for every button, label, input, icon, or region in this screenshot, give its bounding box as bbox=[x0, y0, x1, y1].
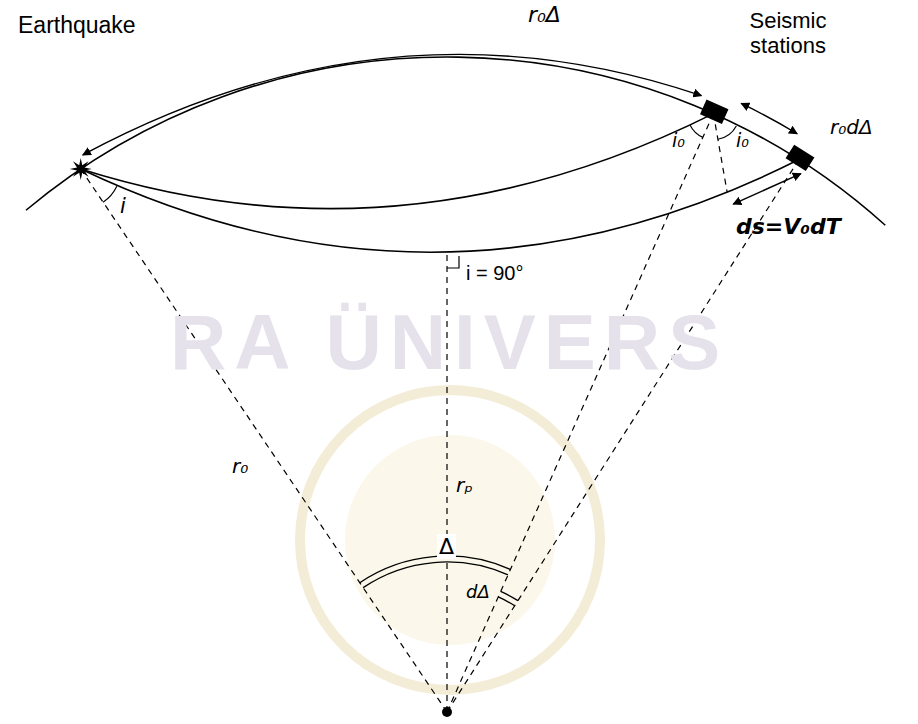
wavefront-line bbox=[713, 114, 727, 193]
right-angle-mark bbox=[447, 256, 459, 268]
earthquake-star bbox=[70, 158, 92, 180]
watermark-text: RA ÜNIVERS bbox=[170, 298, 728, 388]
angle-arc bbox=[690, 125, 703, 137]
ray-path bbox=[81, 160, 799, 253]
angle-arc bbox=[718, 126, 736, 139]
seismic-station bbox=[786, 145, 815, 171]
distance-label: r₀dΔ bbox=[830, 116, 873, 139]
angle-label: i = 90° bbox=[466, 262, 523, 285]
radius-label: r₀ bbox=[232, 455, 248, 478]
ds-arrow bbox=[733, 174, 801, 205]
ray-geometry bbox=[26, 54, 885, 717]
radius-line bbox=[447, 114, 713, 712]
seal-ring bbox=[300, 390, 600, 690]
angle-label: i bbox=[120, 194, 126, 218]
station-label: Seismic stations bbox=[726, 8, 850, 59]
distance-label: r₀Δ bbox=[528, 2, 561, 27]
angle-label: dΔ bbox=[466, 582, 490, 603]
source-label: Earthquake bbox=[18, 12, 136, 38]
d-delta-arc bbox=[501, 591, 518, 600]
seal-watermark bbox=[300, 390, 600, 690]
seismic-station bbox=[700, 100, 728, 124]
earth-centre bbox=[442, 707, 452, 717]
radius-line bbox=[447, 160, 799, 712]
angle-label: i₀ bbox=[672, 130, 685, 152]
angle-label: i₀ bbox=[736, 130, 749, 152]
ray-path bbox=[81, 114, 714, 209]
delta-arc bbox=[360, 556, 511, 583]
ds-label: ds=V₀dT bbox=[736, 214, 841, 239]
angle-arc bbox=[103, 186, 117, 202]
angle-label: Δ bbox=[437, 534, 456, 559]
radius-label: rₚ bbox=[456, 474, 473, 497]
d-delta-arc bbox=[498, 597, 514, 606]
distance-arrow bbox=[83, 54, 702, 155]
distance-arrow bbox=[741, 103, 797, 133]
